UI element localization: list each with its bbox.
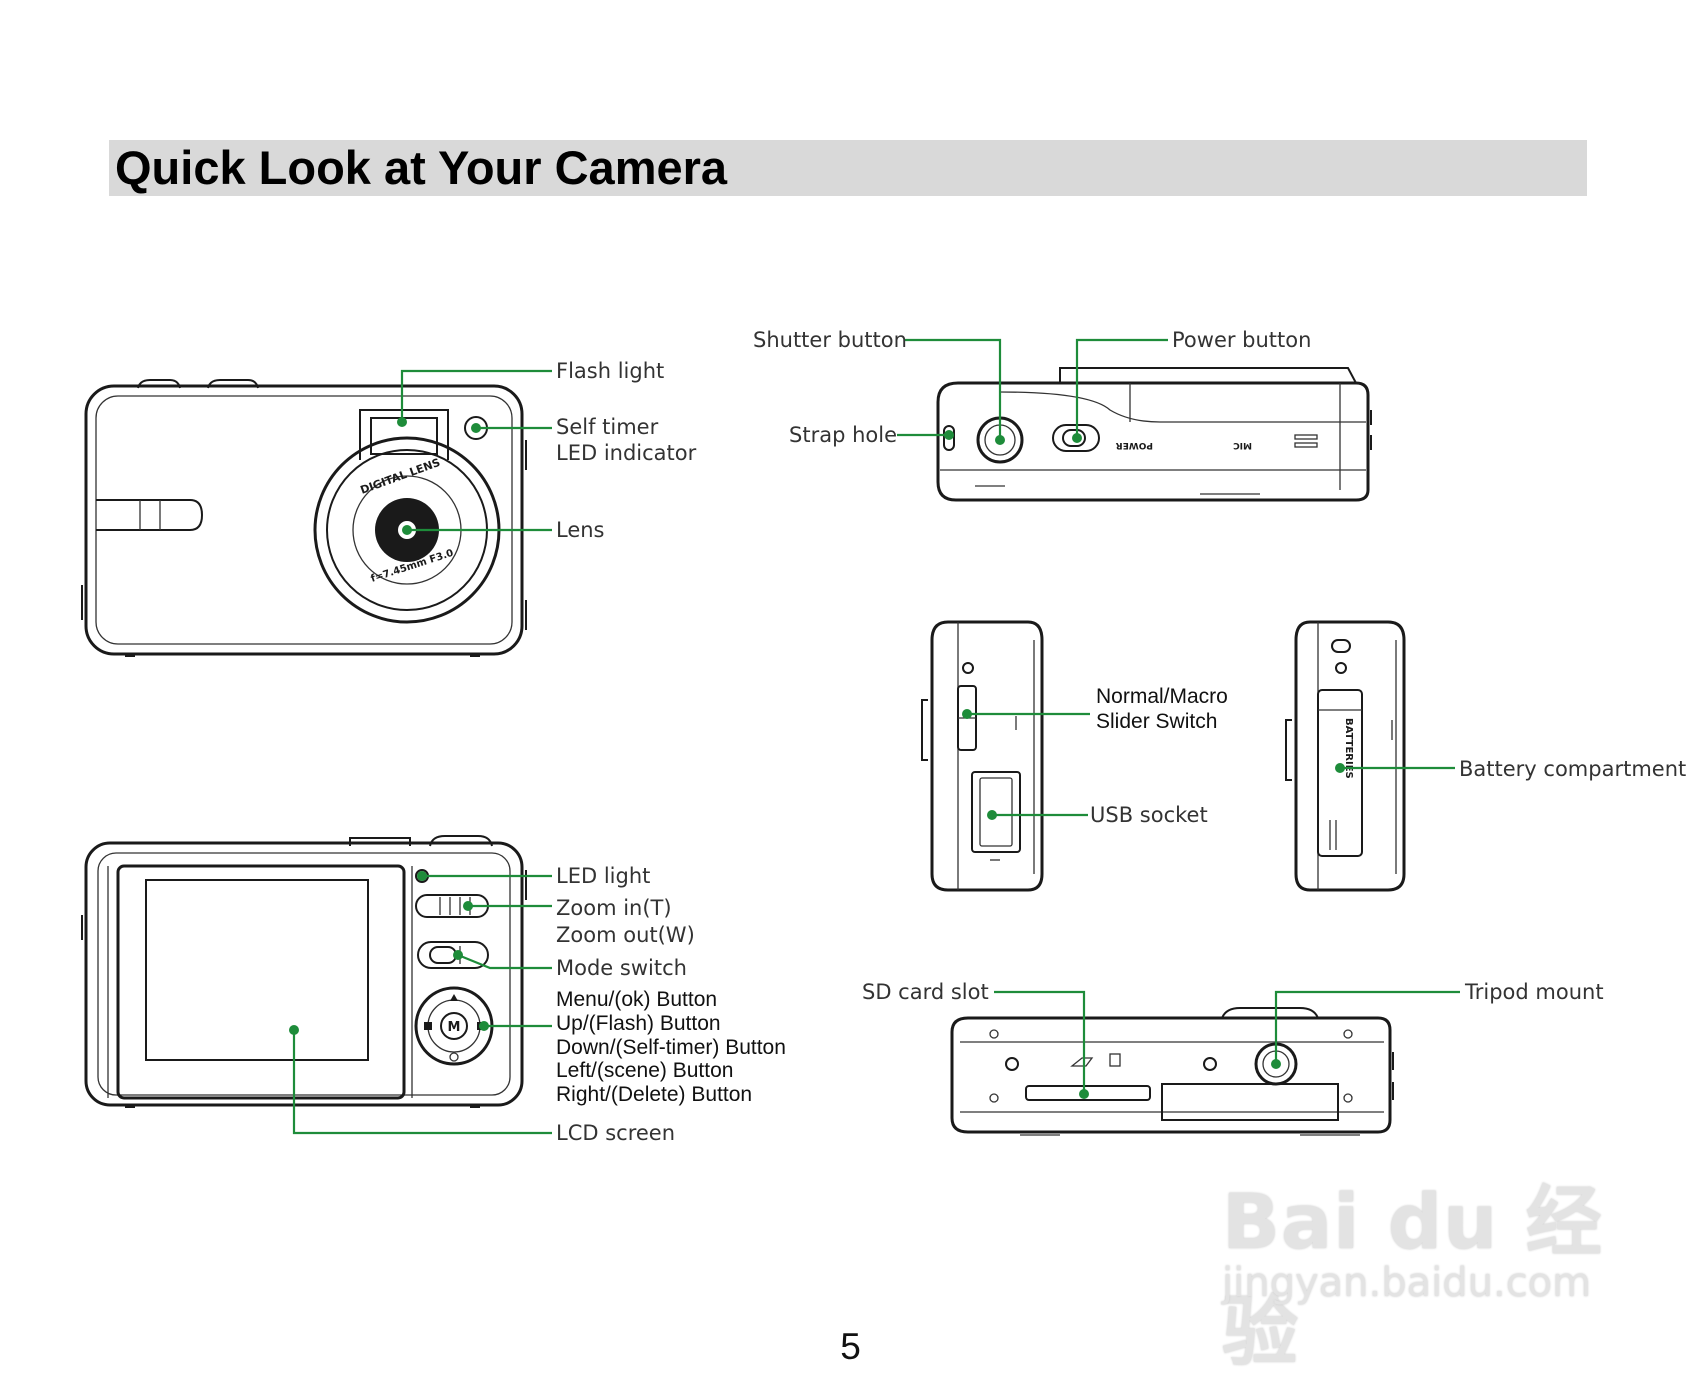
power-button-label: Power button: [1172, 328, 1311, 352]
front-body-inner: [95, 395, 513, 645]
sd-card-slot: [1025, 1085, 1151, 1101]
lens-label: Lens: [556, 518, 605, 542]
front-body: [84, 384, 524, 656]
strap-hole-label: Strap hole: [789, 423, 897, 447]
lcd-screen-label: LCD screen: [556, 1121, 675, 1145]
title-band: Quick Look at Your Camera: [109, 140, 1587, 196]
left-side-view: Normal/Macro Slider Switch USB socket: [921, 620, 1228, 892]
shutter-button-label: Shutter button: [753, 328, 907, 352]
power-leader: [1075, 338, 1168, 438]
strap-hole: [943, 425, 955, 451]
mic-grille: [1294, 434, 1318, 440]
menu-ok-button: [440, 1012, 468, 1040]
sd-pencil-icon: [1070, 1057, 1094, 1067]
down-self-timer-label: Down/(Self-timer) Button: [556, 1036, 786, 1059]
battery-mark: BATTERIES: [1343, 718, 1354, 779]
front-top-bump-right: [207, 379, 259, 389]
lens-ring-top-text: DIGITAL LENS: [359, 456, 442, 497]
bottom-raised-section: [1221, 1007, 1319, 1019]
mic-mark: MIC: [1233, 440, 1252, 450]
menu-key-glyph: M: [448, 1020, 461, 1035]
back-body-inner: [97, 852, 511, 1096]
bottom-label-plate: [1161, 1083, 1339, 1121]
flash-key-icon: [450, 994, 458, 1001]
self-timer-key-icon: [449, 1052, 459, 1062]
bottom-body: [950, 1016, 1392, 1134]
back-body: [84, 841, 524, 1107]
lcd-screen-leader: [292, 1030, 552, 1135]
sd-card-slot-label: SD card slot: [862, 980, 989, 1004]
back-view: M LED light Zoom in(T) Zoom out(W) Mode …: [81, 835, 786, 1145]
top-raised-section: [1059, 367, 1357, 384]
shutter-leader: [904, 338, 1002, 440]
side-body-left: [930, 620, 1044, 892]
usb-socket-label: USB socket: [1090, 803, 1208, 827]
tripod-mount-label: Tripod mount: [1464, 980, 1604, 1004]
top-view: POWER MIC Shutter button Power button St…: [753, 328, 1372, 502]
flash-frame: [359, 409, 449, 460]
self-timer-label: Self timer: [556, 415, 659, 439]
power-mark: POWER: [1116, 440, 1153, 450]
watermark: Bai du 经验 jingyan.baidu.com: [1222, 1140, 1622, 1376]
zoom-out-label: Zoom out(W): [556, 923, 695, 947]
right-side-view: BATTERIES Battery compartment: [1285, 620, 1686, 892]
scene-key-icon: [424, 1022, 432, 1030]
watermark-url: jingyan.baidu.com: [1222, 1260, 1592, 1306]
back-top-bump-2: [429, 835, 493, 847]
battery-door: [1317, 689, 1363, 857]
sd-card-icon: [1109, 1053, 1121, 1067]
usb-port: [971, 771, 1021, 853]
menu-ok-label: Menu/(ok) Button: [556, 988, 717, 1011]
front-view: DIGITAL LENS f=7.45mm F3.0 Flash light S…: [81, 359, 697, 657]
page-title: Quick Look at Your Camera: [115, 141, 728, 194]
flash-light-label: Flash light: [556, 359, 664, 383]
led-light-label: LED light: [556, 864, 650, 888]
front-top-bump-left: [137, 379, 181, 389]
battery-compartment-label: Battery compartment: [1459, 757, 1686, 781]
flash-light-leader: [400, 369, 552, 422]
top-body: [936, 381, 1370, 502]
up-flash-label: Up/(Flash) Button: [556, 1012, 721, 1035]
slider-switch-label: Slider Switch: [1096, 710, 1217, 733]
side-body-right: [1294, 620, 1406, 892]
left-scene-label: Left/(scene) Button: [556, 1059, 733, 1082]
lcd-frame: [116, 864, 406, 1100]
front-grip: [96, 499, 204, 531]
normal-macro-label: Normal/Macro: [1096, 685, 1228, 708]
self-timer-label-line2: LED indicator: [556, 441, 697, 465]
lcd-screen: [145, 879, 369, 1061]
tripod-leader: [1274, 990, 1460, 1064]
page-number: 5: [840, 1326, 861, 1367]
bottom-view: SD card slot Tripod mount: [862, 980, 1604, 1136]
mode-switch-label: Mode switch: [556, 956, 687, 980]
sd-card-leader: [994, 990, 1086, 1094]
right-delete-label: Right/(Delete) Button: [556, 1083, 752, 1106]
mode-switch: [417, 941, 489, 969]
mode-switch-leader: [457, 953, 552, 970]
zoom-in-label: Zoom in(T): [556, 896, 672, 920]
